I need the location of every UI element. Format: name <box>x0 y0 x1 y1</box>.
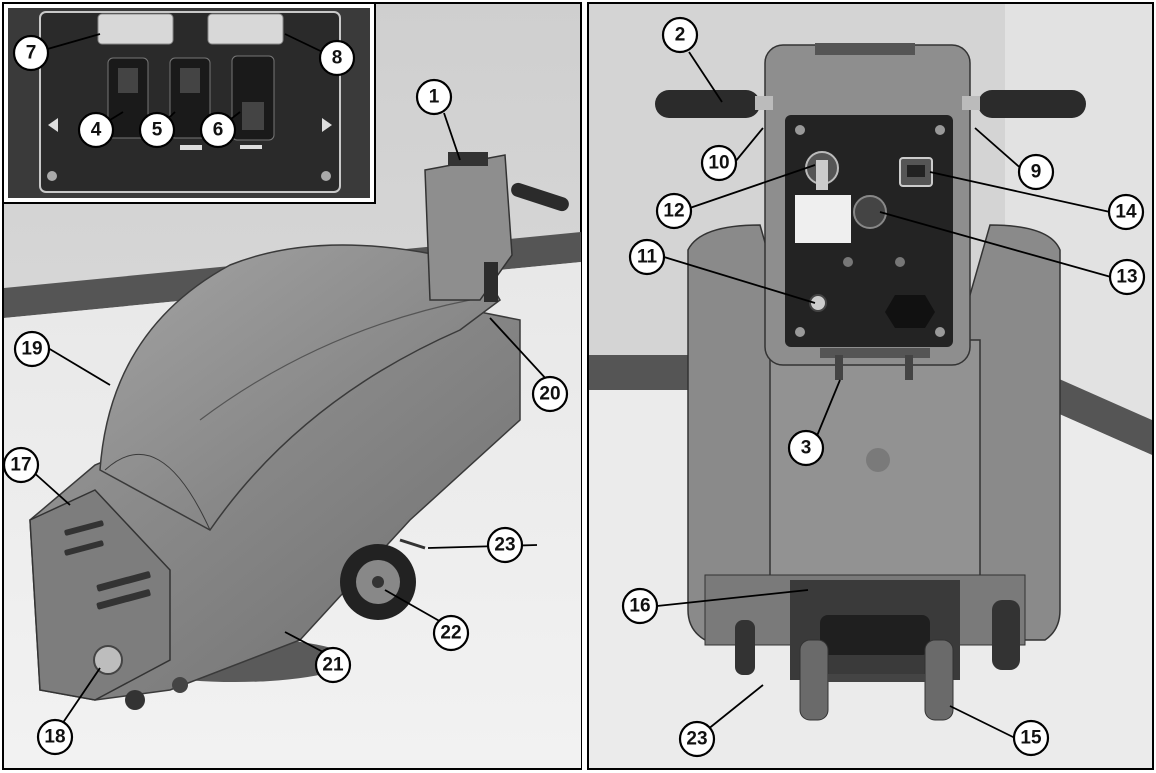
callout-12: 12 <box>655 192 693 230</box>
rear-wheels <box>735 600 1020 721</box>
control-panel-inset <box>2 2 376 204</box>
callout-14: 14 <box>1107 193 1145 231</box>
bumper-roller <box>93 645 123 675</box>
callout-17: 17 <box>2 446 40 484</box>
front-caster <box>125 690 145 710</box>
svg-text:17: 17 <box>10 455 31 476</box>
svg-text:4: 4 <box>91 120 102 141</box>
callout-3: 3 <box>787 429 825 467</box>
callout-20: 20 <box>531 375 569 413</box>
callout-2: 2 <box>661 16 699 54</box>
right-photo <box>587 2 1154 770</box>
battery-gauge <box>207 13 284 45</box>
circuit-breaker <box>853 195 887 229</box>
callout-22: 22 <box>432 614 470 652</box>
left-handle-grip <box>655 90 760 118</box>
svg-text:20: 20 <box>539 384 560 405</box>
hood-latch <box>484 262 498 302</box>
callout-6: 6 <box>199 111 237 149</box>
svg-text:10: 10 <box>708 153 729 174</box>
svg-text:2: 2 <box>675 25 686 46</box>
svg-text:11: 11 <box>637 247 658 268</box>
front-bumper <box>29 489 171 701</box>
callout-23-left: 23 <box>486 526 524 564</box>
svg-text:12: 12 <box>663 201 684 222</box>
callout-13: 13 <box>1108 258 1146 296</box>
left-photo <box>2 2 582 770</box>
svg-text:23: 23 <box>494 535 515 556</box>
svg-text:14: 14 <box>1115 202 1137 223</box>
svg-text:8: 8 <box>332 48 343 69</box>
transport-wheel <box>340 544 416 620</box>
svg-text:5: 5 <box>152 120 163 141</box>
callout-16: 16 <box>621 587 659 625</box>
svg-text:19: 19 <box>21 339 42 360</box>
warning-label <box>795 195 851 243</box>
svg-text:1: 1 <box>429 87 440 108</box>
callout-15: 15 <box>1012 719 1050 757</box>
callout-11: 11 <box>628 238 666 276</box>
right-handle-grip <box>978 90 1086 118</box>
callout-23-right: 23 <box>678 720 716 758</box>
svg-text:16: 16 <box>629 596 650 617</box>
svg-text:13: 13 <box>1116 267 1137 288</box>
callout-10: 10 <box>700 144 738 182</box>
adjustment-knob <box>809 294 827 312</box>
callout-21: 21 <box>314 646 352 684</box>
svg-text:15: 15 <box>1020 728 1042 749</box>
recovery-tank-hood <box>99 244 501 531</box>
hour-meter-gauge <box>97 13 174 45</box>
callout-8: 8 <box>318 39 356 77</box>
handle-grip <box>511 182 569 212</box>
svg-text:21: 21 <box>322 655 344 676</box>
callout-7: 7 <box>12 34 50 72</box>
pivot-bracket <box>820 348 930 358</box>
callout-5: 5 <box>138 111 176 149</box>
callout-9: 9 <box>1017 153 1055 191</box>
svg-text:23: 23 <box>686 729 707 750</box>
svg-text:6: 6 <box>213 120 224 141</box>
callout-18: 18 <box>36 718 74 756</box>
callout-19: 19 <box>13 330 51 368</box>
callout-4: 4 <box>77 111 115 149</box>
svg-text:22: 22 <box>440 623 461 644</box>
vent-slots <box>64 520 151 610</box>
svg-text:9: 9 <box>1031 162 1042 183</box>
svg-text:7: 7 <box>26 43 37 64</box>
svg-text:3: 3 <box>801 438 812 459</box>
svg-text:18: 18 <box>44 727 65 748</box>
callout-1: 1 <box>415 78 453 116</box>
